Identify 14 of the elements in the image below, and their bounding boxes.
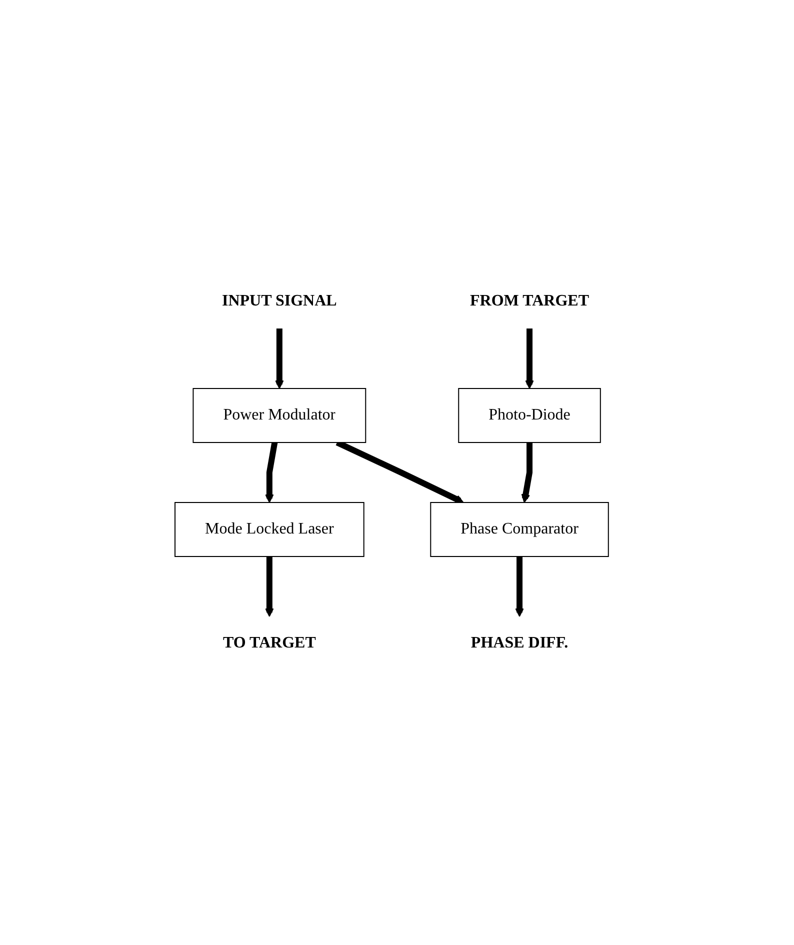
node-box: Phase Comparator <box>430 502 609 557</box>
node-text: FROM TARGET <box>470 292 589 310</box>
arrow <box>521 442 533 503</box>
node-text: INPUT SIGNAL <box>222 292 337 310</box>
node-box: Mode Locked Laser <box>174 502 364 557</box>
arrow <box>265 442 278 503</box>
node-text: TO TARGET <box>222 634 316 652</box>
arrow <box>275 328 284 389</box>
node-text: PHASE DIFF. <box>470 634 568 652</box>
arrow <box>515 556 524 617</box>
arrow <box>525 328 534 389</box>
node-box: Power Modulator <box>192 388 366 443</box>
node-box: Photo-Diode <box>458 388 601 443</box>
arrow <box>265 556 274 617</box>
